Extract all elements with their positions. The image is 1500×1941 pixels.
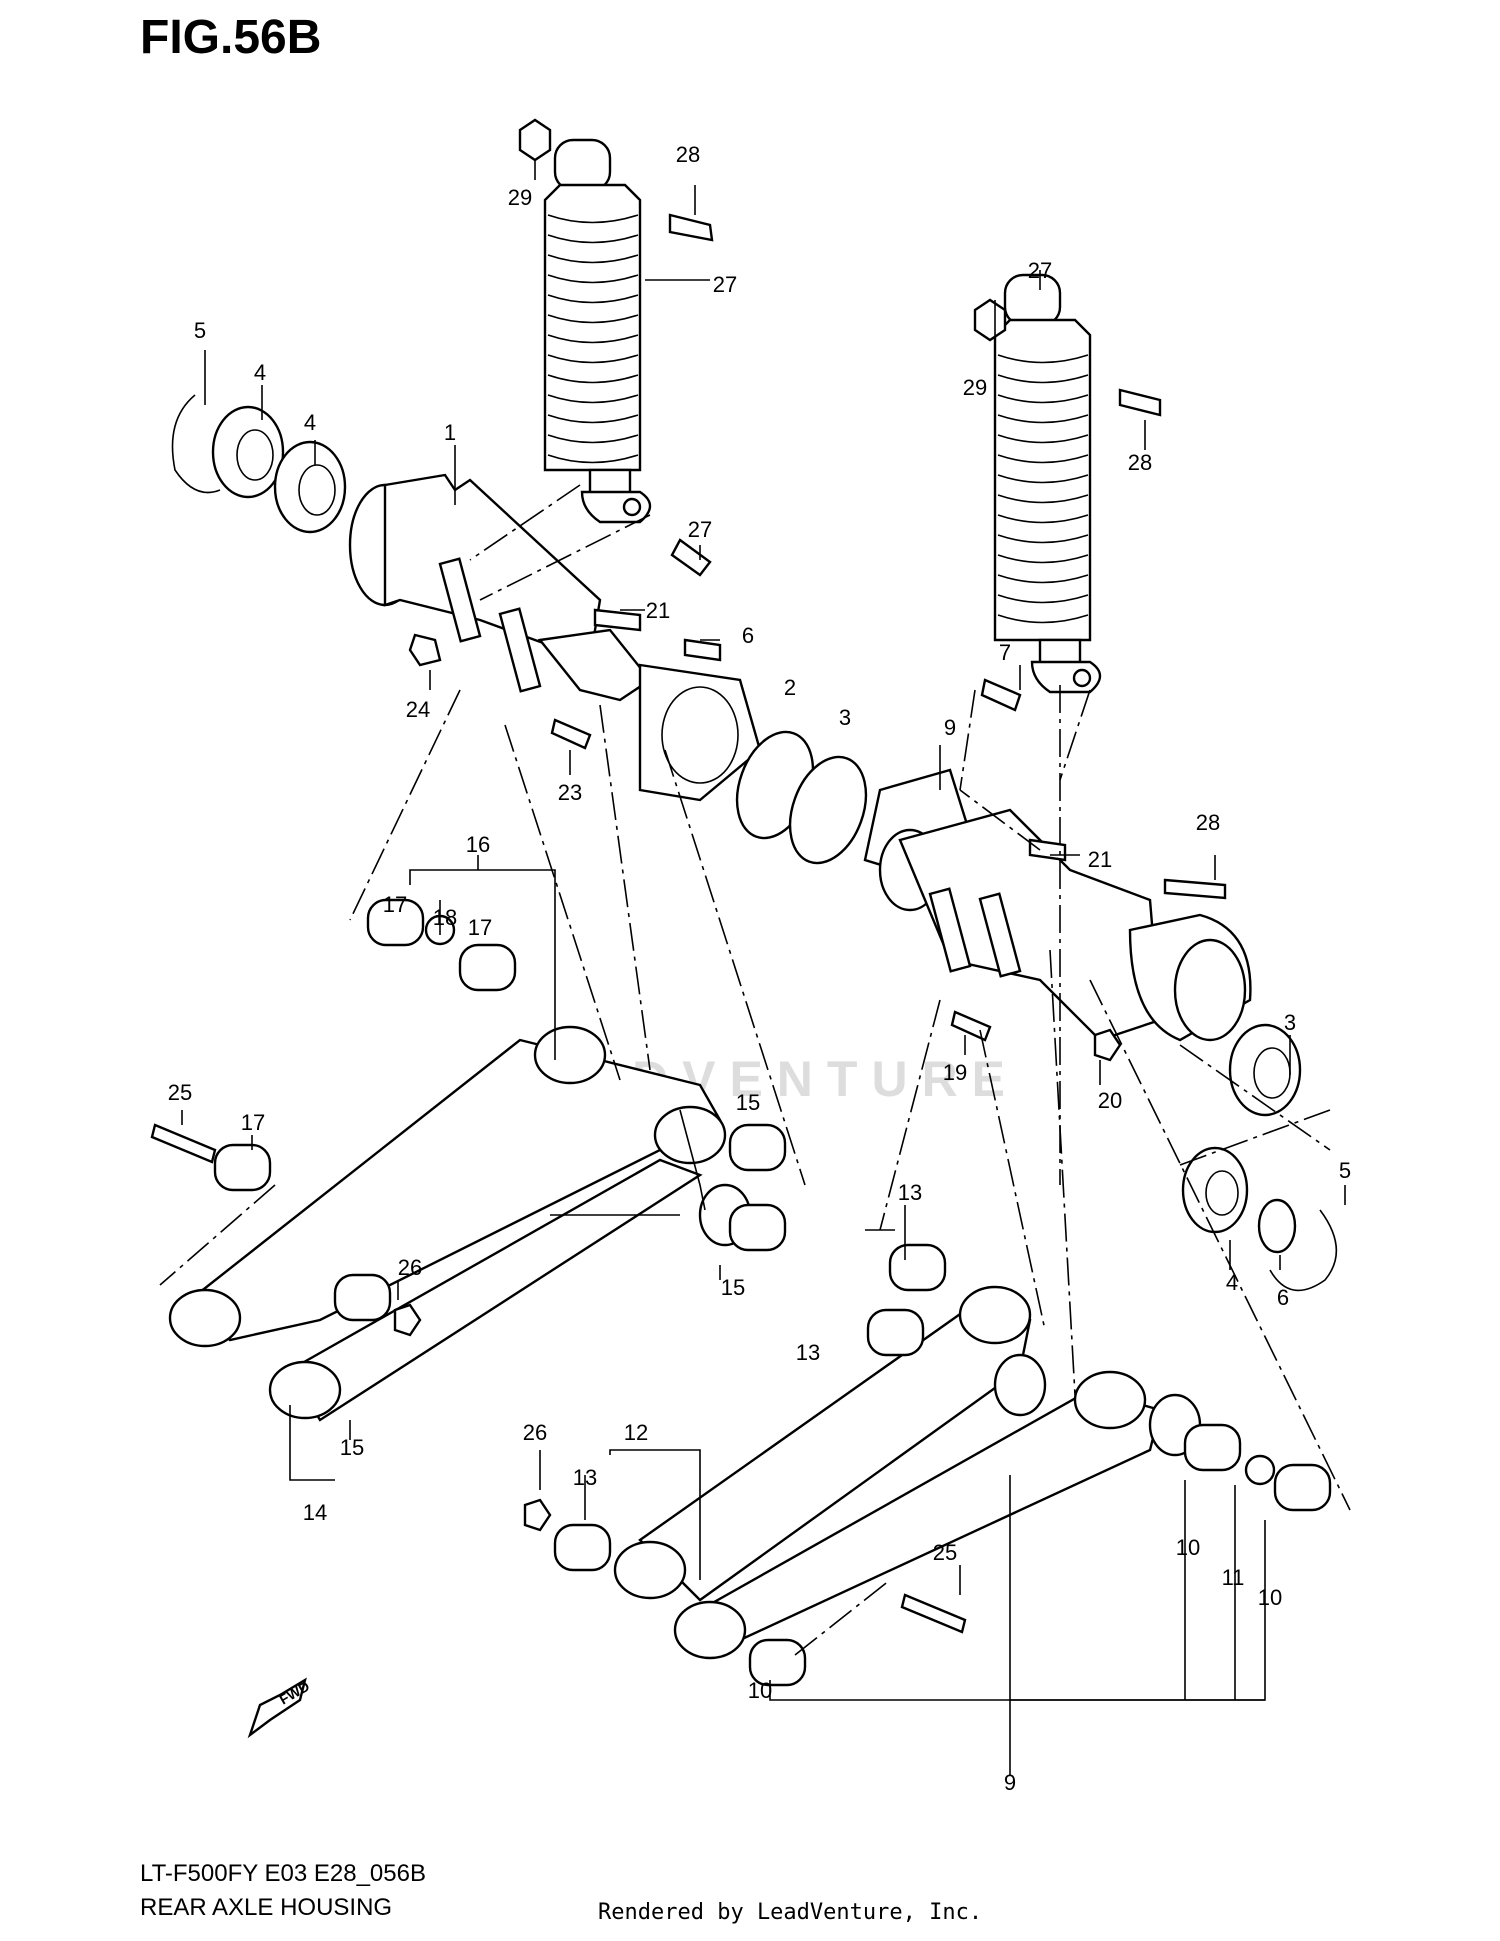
callout: 4 [304, 410, 316, 435]
callout: 6 [1277, 1285, 1289, 1310]
callout: 10 [1176, 1535, 1200, 1560]
callout: 21 [1088, 847, 1112, 872]
callout: 9 [1004, 1770, 1016, 1795]
callout: 18 [433, 905, 457, 930]
callout: 11 [1222, 1565, 1245, 1590]
left-bearings[interactable] [171, 394, 347, 534]
right-suspension-arms[interactable] [613, 1285, 1202, 1660]
callout: 12 [624, 1420, 648, 1445]
callout: 15 [340, 1435, 364, 1460]
leader-lines [181, 160, 1346, 1775]
bushings[interactable] [213, 898, 1332, 1687]
callout-numbers: 5 4 4 1 28 29 27 27 21 6 23 24 2 3 27 29… [168, 142, 1351, 1795]
callout: 20 [1098, 1088, 1122, 1113]
callout: 15 [721, 1275, 745, 1300]
callout: 27 [1028, 258, 1052, 283]
callout: 28 [1196, 810, 1220, 835]
fwd-arrow-icon: FWD [247, 1677, 312, 1739]
callout: 25 [933, 1540, 957, 1565]
callout: 29 [963, 375, 987, 400]
callout: 17 [241, 1110, 265, 1135]
callout: 13 [573, 1465, 597, 1490]
figure-title: FIG.56B [140, 11, 322, 64]
callout: 4 [254, 360, 266, 385]
right-axle-housing[interactable] [863, 768, 1252, 1042]
left-shock-absorber[interactable] [543, 138, 652, 524]
callout: 4 [1226, 1270, 1238, 1295]
callout: 23 [558, 780, 582, 805]
callout: 5 [1339, 1158, 1351, 1183]
callout: 13 [796, 1340, 820, 1365]
model-code: LT-F500FY E03 E28_056B [140, 1860, 426, 1887]
callout: 16 [466, 832, 490, 857]
callout: 10 [748, 1678, 772, 1703]
callout: 26 [398, 1255, 422, 1280]
callout: 21 [646, 598, 670, 623]
callout: 27 [713, 272, 737, 297]
callout: 3 [839, 705, 851, 730]
callout: 17 [468, 915, 492, 940]
callout: 28 [1128, 450, 1152, 475]
callout: 3 [1284, 1010, 1296, 1035]
callout: 17 [383, 892, 407, 917]
callout: 6 [742, 623, 754, 648]
callout: 26 [523, 1420, 547, 1445]
callout: 29 [508, 185, 532, 210]
rendered-by-credit: Rendered by LeadVenture, Inc. [598, 1900, 983, 1925]
lower-left-suspension-arm[interactable] [268, 1158, 703, 1422]
callout: 7 [999, 640, 1011, 665]
right-shock-absorber[interactable] [993, 273, 1102, 694]
callout: 27 [688, 517, 712, 542]
callout: 14 [303, 1500, 327, 1525]
callout: 19 [943, 1060, 967, 1085]
callout: 5 [194, 318, 206, 343]
callout: 10 [1258, 1585, 1282, 1610]
housing-gaskets[interactable] [723, 721, 879, 873]
right-bearings[interactable] [1181, 1023, 1338, 1292]
alignment-lines [159, 484, 1351, 1656]
callout: 2 [784, 675, 796, 700]
callout: 25 [168, 1080, 192, 1105]
callout: 9 [944, 715, 956, 740]
left-axle-housing[interactable] [348, 473, 762, 802]
callout: 28 [676, 142, 700, 167]
callout: 1 [444, 420, 456, 445]
diagram-name: REAR AXLE HOUSING [140, 1894, 393, 1921]
callout: 24 [406, 697, 430, 722]
callout: 15 [736, 1090, 760, 1115]
callout: 13 [898, 1180, 922, 1205]
